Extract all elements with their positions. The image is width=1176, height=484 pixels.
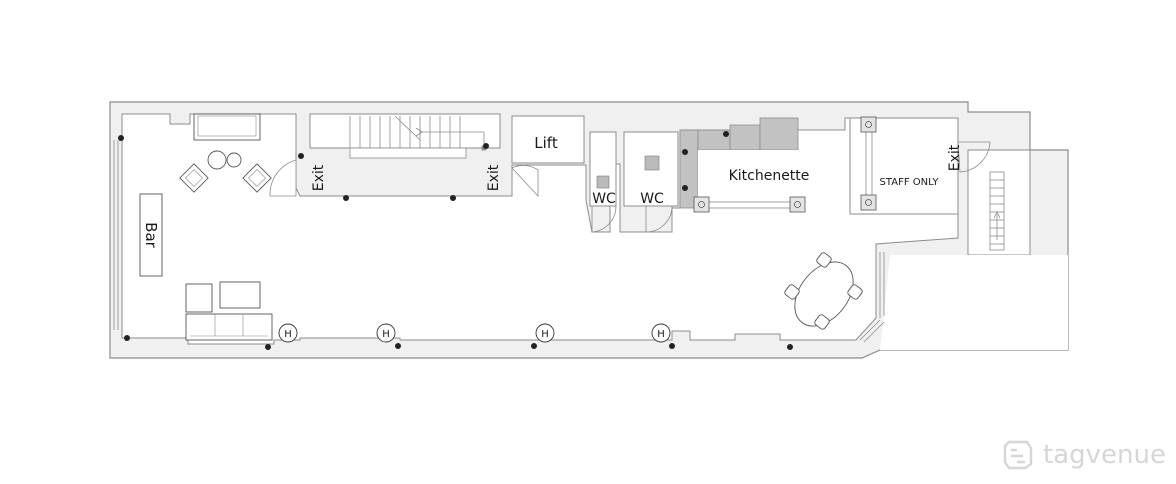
- tagvenue-logo-icon: [1003, 440, 1033, 470]
- wc-sinks: [596, 155, 660, 189]
- exit-label-right: Exit: [947, 144, 963, 171]
- lift-room: [511, 115, 585, 164]
- stool: [226, 152, 242, 168]
- exit-label-middle: Exit: [486, 164, 502, 191]
- tagvenue-logo-text: tagvenue: [1043, 440, 1166, 470]
- exit-door-swings: [269, 141, 991, 233]
- chair: [816, 252, 832, 268]
- exit-label-left: Exit: [311, 164, 327, 191]
- heater-label: H: [657, 329, 665, 340]
- heater-label: H: [541, 329, 549, 340]
- sofa-bottom: [185, 313, 273, 341]
- dining-table: [794, 261, 854, 327]
- outer-walls: [109, 101, 1069, 359]
- chair: [814, 314, 830, 330]
- lift-label: Lift: [534, 134, 558, 152]
- chair: [784, 284, 800, 300]
- heaters: H H H H: [278, 323, 671, 343]
- kitchenette-label: Kitchenette: [729, 168, 810, 184]
- staff-pillars: [860, 116, 877, 211]
- wc-small-label: WC: [592, 191, 616, 207]
- chair: [847, 284, 863, 300]
- coffee-table: [219, 281, 261, 309]
- sink-icon: [644, 155, 660, 171]
- bar-counter: [139, 193, 163, 277]
- socket-dots: [118, 131, 793, 350]
- heater-label: H: [382, 329, 390, 340]
- tagvenue-logo: tagvenue: [1001, 438, 1166, 472]
- bar-label: Bar: [142, 222, 160, 248]
- wc-large-label: WC: [640, 191, 664, 207]
- armchair-left: [179, 163, 209, 193]
- wc-large-room: [623, 131, 679, 207]
- heater-label: H: [284, 329, 292, 340]
- wc-small-room: [589, 131, 617, 207]
- heater-icon: [651, 323, 671, 343]
- stool: [207, 150, 227, 170]
- sofa-top: [193, 113, 261, 141]
- staircase: [349, 115, 487, 159]
- furniture: [139, 113, 863, 341]
- armchair-right: [242, 163, 272, 193]
- heater-icon: [376, 323, 396, 343]
- kitchenette-area: [679, 117, 816, 213]
- left-windows: [113, 140, 119, 330]
- bay-windows: [859, 252, 885, 343]
- annex-stairs: [989, 171, 1005, 251]
- sink-icon: [596, 175, 610, 189]
- armchair-bottom: [185, 283, 213, 313]
- heater-icon: [278, 323, 298, 343]
- heater-icon: [535, 323, 555, 343]
- staff-only-label: STAFF ONLY: [880, 177, 940, 188]
